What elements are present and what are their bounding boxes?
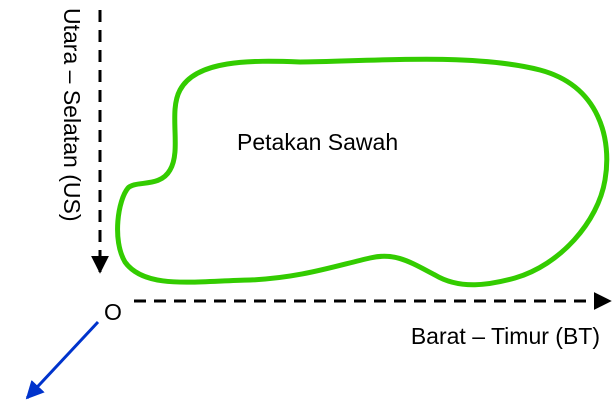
x-axis-label: Barat – Timur (BT) <box>411 323 600 349</box>
y-axis-label: Utara – Selatan (US) <box>59 8 85 221</box>
third-axis-arrow <box>25 320 100 400</box>
field-outline <box>115 56 610 288</box>
field-label: Petakan Sawah <box>237 129 398 155</box>
origin-label: O <box>104 299 122 325</box>
